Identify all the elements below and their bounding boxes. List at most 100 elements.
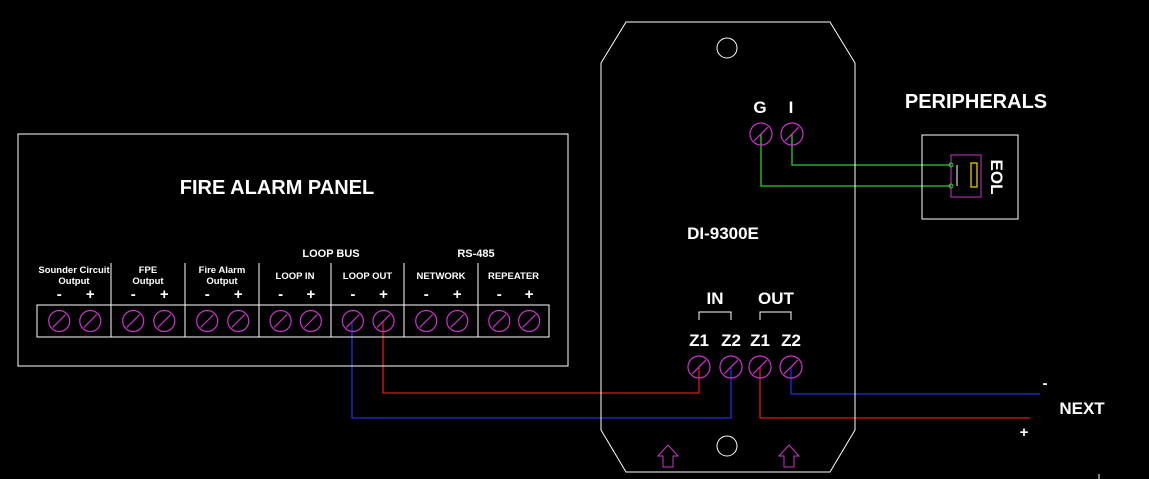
panel-title: FIRE ALARM PANEL bbox=[180, 177, 374, 199]
input-terminal-i bbox=[780, 122, 804, 146]
terminal-plus bbox=[153, 309, 176, 333]
screw-terminal-icon bbox=[749, 122, 773, 146]
screw-terminal-icon bbox=[415, 309, 438, 333]
section-sublabel: Output bbox=[206, 276, 238, 287]
section-label: LOOP OUT bbox=[343, 271, 393, 282]
screw-terminal-icon bbox=[779, 355, 803, 379]
wire-input-g-to-eol bbox=[760, 134, 951, 187]
next-device: - NEXT + bbox=[1020, 375, 1105, 479]
peripherals-title: PERIPHERALS bbox=[905, 91, 1047, 113]
screw-slot bbox=[723, 359, 739, 375]
polarity-minus: - bbox=[205, 286, 210, 303]
wire-loop-out-minus-to-in-z2 bbox=[351, 321, 732, 419]
polarity-minus: - bbox=[57, 286, 62, 303]
terminal-plus bbox=[227, 309, 250, 333]
terminal-minus bbox=[415, 309, 438, 333]
polarity-minus: - bbox=[424, 286, 429, 303]
screw-terminal-icon bbox=[196, 309, 219, 333]
panel-outline bbox=[17, 133, 569, 367]
screw-terminal-icon bbox=[122, 309, 145, 333]
wire-out-z1-to-next-plus bbox=[759, 367, 1030, 419]
mounting-hole-top bbox=[716, 37, 738, 59]
section-label: NETWORK bbox=[416, 271, 465, 282]
screw-slot bbox=[522, 314, 537, 328]
next-label: NEXT bbox=[1059, 399, 1105, 418]
zone-label: Z1 bbox=[689, 331, 709, 350]
screw-terminal-icon bbox=[269, 309, 292, 333]
screw-slot bbox=[231, 314, 246, 328]
section-label: Sounder Circuit bbox=[38, 265, 110, 276]
section-label: REPEATER bbox=[488, 271, 539, 282]
peripherals: PERIPHERALS EOL bbox=[905, 91, 1047, 220]
section-label: FPE bbox=[139, 265, 157, 276]
polarity-minus: - bbox=[278, 286, 283, 303]
screw-slot bbox=[783, 359, 799, 375]
zone-label: Z2 bbox=[721, 331, 741, 350]
screw-terminal-icon bbox=[719, 355, 743, 379]
section-sublabel: Output bbox=[58, 276, 90, 287]
panel-section: LOOP IN-+ bbox=[258, 263, 322, 337]
zone-label: Z2 bbox=[781, 331, 801, 350]
polarity-minus: - bbox=[497, 286, 502, 303]
wire-out-z2-to-next-minus bbox=[790, 367, 1040, 395]
screw-terminal-icon bbox=[227, 309, 250, 333]
polarity-plus: + bbox=[379, 286, 388, 303]
polarity-plus: + bbox=[525, 286, 534, 303]
screw-terminal-icon bbox=[79, 309, 102, 333]
eol-node bbox=[948, 183, 954, 189]
screw-slot bbox=[273, 314, 288, 328]
screw-slot bbox=[345, 314, 360, 328]
group-label-rs485: RS-485 bbox=[457, 248, 494, 260]
eol-node bbox=[948, 162, 954, 168]
polarity-plus: + bbox=[160, 286, 169, 303]
screw-slot bbox=[200, 314, 215, 328]
eol-resistor-icon bbox=[970, 162, 978, 188]
screw-terminal-icon bbox=[748, 355, 772, 379]
module-terminals bbox=[687, 122, 804, 379]
next-minus: - bbox=[1043, 375, 1048, 392]
section-label: LOOP IN bbox=[276, 271, 315, 282]
eol-resistor-outline bbox=[950, 154, 982, 198]
section-label: Fire Alarm bbox=[199, 265, 246, 276]
panel-terminal-block bbox=[36, 304, 550, 338]
wire-loop-out-plus-to-in-z1 bbox=[382, 321, 700, 394]
polarity-plus: + bbox=[453, 286, 462, 303]
screw-slot bbox=[492, 314, 507, 328]
polarity-minus: - bbox=[350, 286, 355, 303]
screw-terminal-icon bbox=[372, 309, 395, 333]
screw-terminal-icon bbox=[780, 122, 804, 146]
in-bracket bbox=[698, 311, 732, 320]
zone-terminal bbox=[719, 355, 743, 379]
polarity-minus: - bbox=[131, 286, 136, 303]
panel-section: NETWORK - + bbox=[403, 263, 469, 337]
arrow-up-icon bbox=[777, 444, 801, 468]
terminal-plus bbox=[372, 309, 395, 333]
screw-terminal-icon bbox=[153, 309, 176, 333]
terminal-minus bbox=[122, 309, 145, 333]
screw-terminal-icon bbox=[48, 309, 71, 333]
screw-slot bbox=[753, 126, 769, 142]
terminal-plus bbox=[446, 309, 469, 333]
arrow-up-icon bbox=[656, 444, 680, 468]
terminal-minus bbox=[196, 309, 219, 333]
polarity-plus: + bbox=[234, 286, 243, 303]
section-sublabel: Output bbox=[132, 276, 164, 287]
screw-terminal-icon bbox=[446, 309, 469, 333]
screw-slot bbox=[157, 314, 172, 328]
peripheral-box bbox=[921, 134, 1019, 220]
screw-terminal-icon bbox=[341, 309, 364, 333]
group-label-loop-bus: LOOP BUS bbox=[302, 248, 359, 260]
terminal-minus bbox=[488, 309, 511, 333]
panel-section: LOOP OUT - + bbox=[330, 263, 395, 337]
polarity-plus: + bbox=[86, 286, 95, 303]
screw-slot bbox=[83, 314, 98, 328]
screw-terminal-icon bbox=[299, 309, 322, 333]
terminal-plus bbox=[79, 309, 102, 333]
screw-slot bbox=[784, 126, 800, 142]
fire-alarm-panel: FIRE ALARM PANEL LOOP BUS RS-485 Sounder… bbox=[17, 133, 569, 367]
